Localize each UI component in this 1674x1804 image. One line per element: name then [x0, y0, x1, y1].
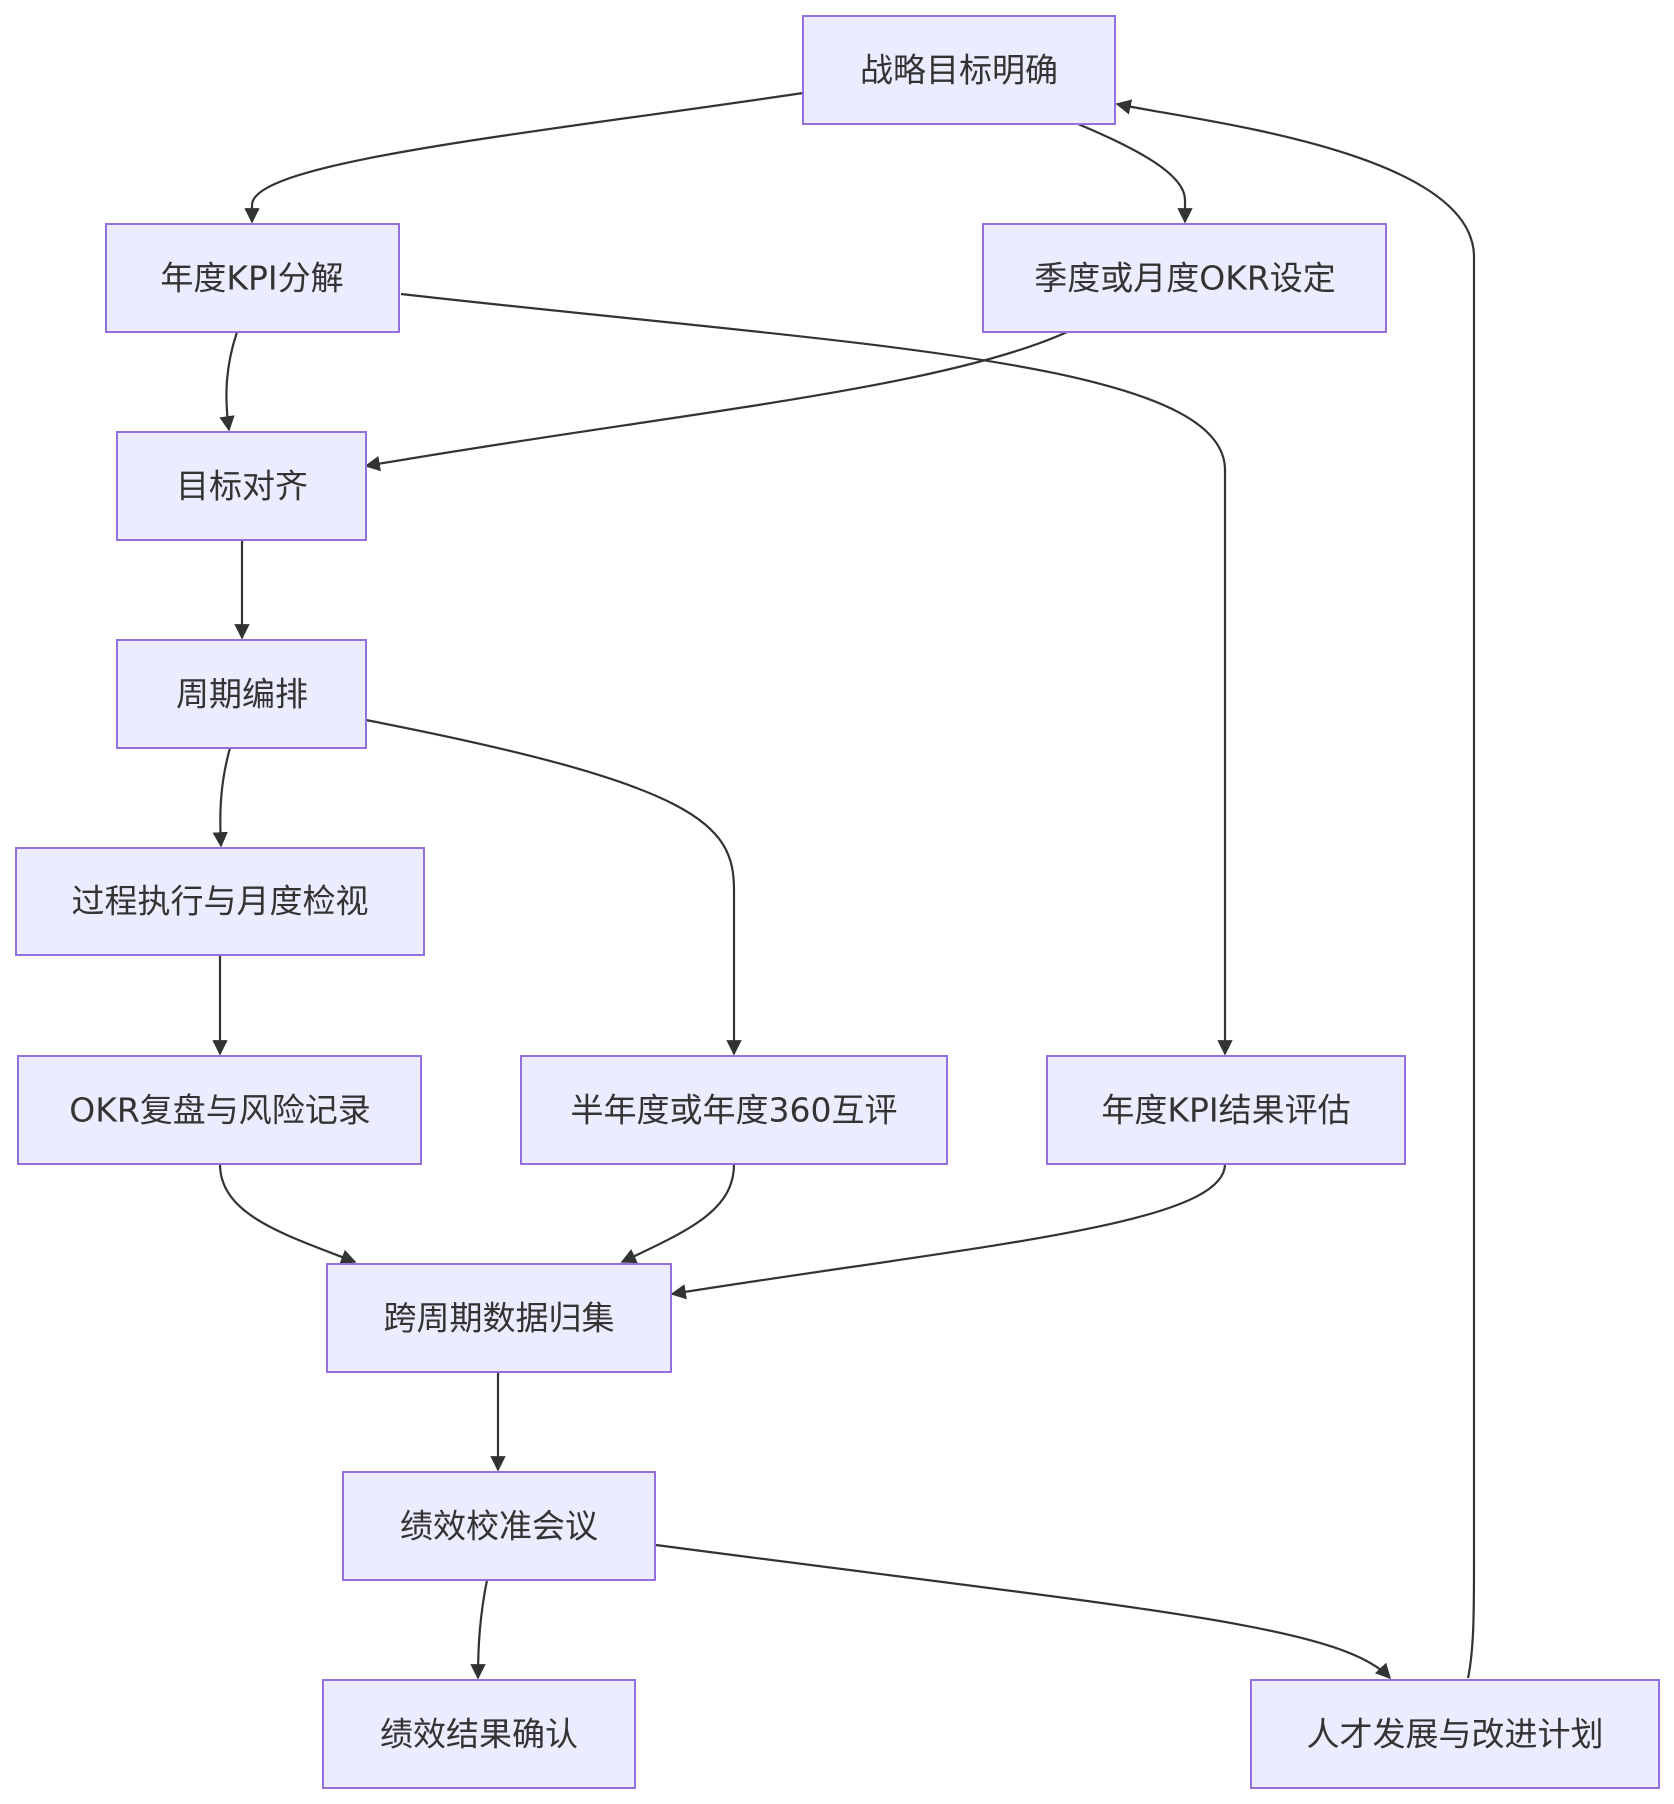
node-okr-review-label: OKR复盘与风险记录	[69, 1091, 371, 1130]
node-data-collection-label: 跨周期数据归集	[384, 1299, 615, 1338]
node-calibration-meeting[interactable]: 绩效校准会议	[342, 1471, 656, 1581]
node-goal-alignment[interactable]: 目标对齐	[116, 431, 367, 541]
node-talent-development[interactable]: 人才发展与改进计划	[1250, 1679, 1660, 1789]
node-data-collection-box	[326, 1263, 672, 1373]
node-process-execution-label: 过程执行与月度检视	[72, 882, 369, 921]
edge-calibration-meeting-to-result-confirmation	[470, 1579, 489, 1680]
edge-kpi-evaluation-to-data-collection	[670, 1163, 1227, 1300]
node-strategy-goal-box	[802, 15, 1116, 125]
node-cycle-schedule[interactable]: 周期编排	[116, 639, 367, 749]
node-goal-alignment-label: 目标对齐	[176, 467, 308, 506]
node-okr-setting[interactable]: 季度或月度OKR设定	[982, 223, 1387, 333]
edge-review-360-to-data-collection	[620, 1163, 736, 1264]
node-annual-kpi-evaluation-box	[1046, 1055, 1406, 1165]
node-result-confirmation-label: 绩效结果确认	[380, 1715, 578, 1754]
node-data-collection[interactable]: 跨周期数据归集	[326, 1263, 672, 1373]
edge-okr-review-to-data-collection	[218, 1163, 357, 1265]
edge-okr-setting-to-goal-alignment	[364, 330, 1068, 472]
node-strategy-goal[interactable]: 战略目标明确	[802, 15, 1116, 125]
node-annual-kpi-evaluation[interactable]: 年度KPI结果评估	[1046, 1055, 1406, 1165]
node-result-confirmation[interactable]: 绩效结果确认	[322, 1679, 636, 1789]
edge-strategy-to-okr-setting	[1077, 122, 1193, 224]
node-cycle-schedule-box	[116, 639, 367, 749]
edge-cycle-schedule-to-review-360	[365, 718, 742, 1056]
edge-talent-development-to-strategy	[1115, 99, 1476, 1679]
edges	[212, 91, 1476, 1680]
node-talent-development-label: 人才发展与改进计划	[1307, 1715, 1604, 1754]
node-process-execution-box	[15, 847, 425, 956]
node-360-review-box	[520, 1055, 948, 1165]
node-okr-review[interactable]: OKR复盘与风险记录	[17, 1055, 422, 1165]
node-result-confirmation-box	[322, 1679, 636, 1789]
node-annual-kpi-breakdown-label: 年度KPI分解	[160, 259, 343, 298]
edge-strategy-to-annual-kpi	[244, 91, 804, 224]
edge-cycle-schedule-to-process-execution	[212, 747, 232, 848]
node-annual-kpi-evaluation-label: 年度KPI结果评估	[1101, 1091, 1350, 1130]
node-annual-kpi-breakdown-box	[105, 223, 400, 333]
edge-calibration-meeting-to-talent-development	[655, 1543, 1392, 1680]
node-360-review[interactable]: 半年度或年度360互评	[520, 1055, 948, 1165]
node-cycle-schedule-label: 周期编排	[176, 675, 308, 714]
node-talent-development-box	[1250, 1679, 1660, 1789]
node-calibration-meeting-box	[342, 1471, 656, 1581]
node-calibration-meeting-label: 绩效校准会议	[400, 1507, 598, 1546]
node-process-execution[interactable]: 过程执行与月度检视	[15, 847, 425, 956]
node-okr-setting-label: 季度或月度OKR设定	[1034, 259, 1336, 298]
node-goal-alignment-box	[116, 431, 367, 541]
node-okr-setting-box	[982, 223, 1387, 333]
node-okr-review-box	[17, 1055, 422, 1165]
edge-annual-kpi-to-kpi-evaluation	[400, 292, 1233, 1056]
node-annual-kpi-breakdown[interactable]: 年度KPI分解	[105, 223, 400, 333]
edge-annual-kpi-to-goal-alignment	[219, 331, 239, 432]
node-360-review-label: 半年度或年度360互评	[571, 1091, 898, 1130]
node-strategy-goal-label: 战略目标明确	[860, 51, 1058, 90]
